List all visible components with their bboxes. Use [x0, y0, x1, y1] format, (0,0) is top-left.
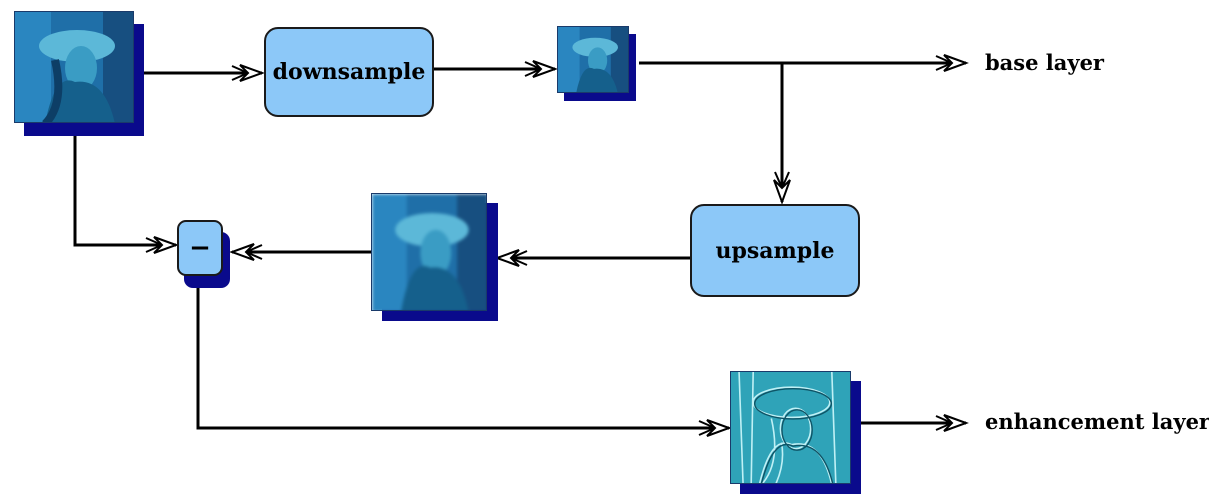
upsample-box: upsample [690, 204, 860, 297]
subtract-node: − [177, 220, 223, 276]
portrait-image-small [558, 27, 628, 92]
image-original [14, 11, 134, 123]
upsample-label: upsample [715, 237, 835, 264]
image-upsampled [371, 193, 487, 311]
portrait-image [15, 12, 133, 122]
downsample-box: downsample [264, 27, 434, 117]
embossed-edge-image [731, 372, 850, 483]
edge-original-to-subtract [73, 133, 176, 247]
image-downsampled [557, 26, 629, 93]
base-layer-label: base layer [985, 50, 1104, 75]
portrait-image-blurred [372, 194, 486, 310]
minus-symbol: − [189, 233, 211, 263]
edge-subtract-to-difference [196, 288, 729, 430]
image-difference [730, 371, 851, 484]
enhancement-layer-label: enhancement layer [985, 409, 1209, 434]
downsample-label: downsample [272, 59, 426, 85]
